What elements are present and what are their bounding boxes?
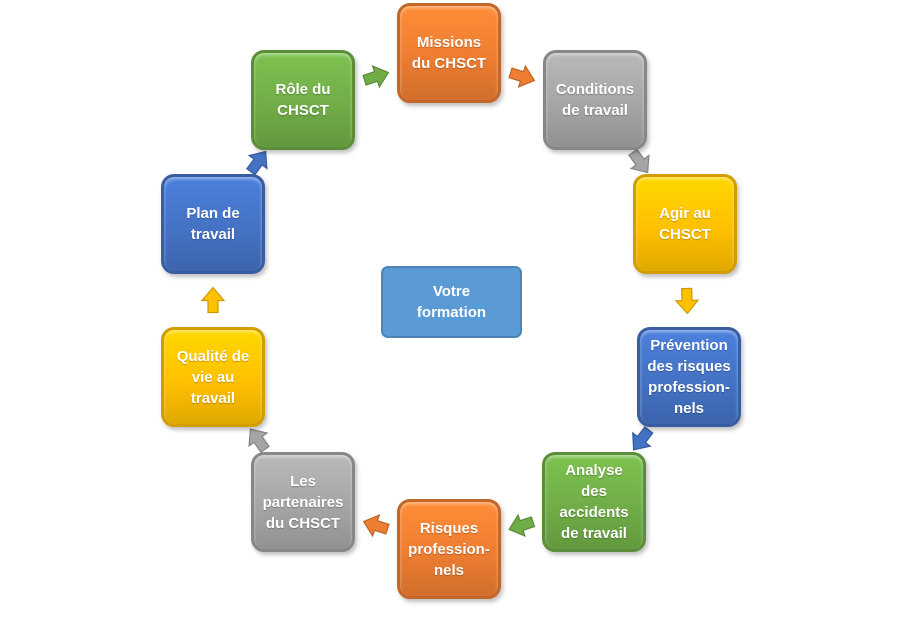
arrow-icon xyxy=(508,513,536,538)
arrow-icon xyxy=(248,428,270,453)
flow-arrow-conditions-agir xyxy=(628,148,650,174)
node-agir: Agir au CHSCT xyxy=(633,174,737,274)
arrow-icon xyxy=(246,150,268,176)
flow-arrow-prevention-analyse xyxy=(632,426,654,451)
node-label: Plan de travail xyxy=(186,205,240,243)
node-label: Risques profession- nels xyxy=(408,519,490,579)
arrow-icon xyxy=(362,64,390,89)
flow-arrow-plan-role xyxy=(246,150,268,176)
node-label: Analyse des accidents de travail xyxy=(559,462,629,542)
flow-arrow-role-missions xyxy=(362,64,390,89)
arrow-icon xyxy=(674,287,700,315)
arrow-icon xyxy=(200,286,226,314)
arrow-icon xyxy=(628,148,650,174)
center-label: Votre formation xyxy=(416,283,487,321)
flow-arrow-analyse-risques xyxy=(508,513,536,538)
node-prevention: Prévention des risques profession- nels xyxy=(637,327,741,427)
node-missions: Missions du CHSCT xyxy=(397,3,501,103)
arrow-icon xyxy=(632,426,654,451)
node-label: Conditions de travail xyxy=(555,81,635,119)
node-label: Les partenaires du CHSCT xyxy=(262,472,344,532)
node-qualite: Qualité de vie au travail xyxy=(161,327,265,427)
flow-arrow-agir-prevention xyxy=(674,287,700,315)
node-partenaires: Les partenaires du CHSCT xyxy=(251,452,355,552)
node-conditions: Conditions de travail xyxy=(543,50,647,150)
flow-arrow-missions-conditions xyxy=(508,64,536,89)
node-role: Rôle du CHSCT xyxy=(251,50,355,150)
node-label: Prévention des risques profession- nels xyxy=(647,337,731,417)
node-analyse: Analyse des accidents de travail xyxy=(542,452,646,552)
node-label: Missions du CHSCT xyxy=(411,34,487,72)
node-label: Qualité de vie au travail xyxy=(176,347,250,407)
arrow-icon xyxy=(508,64,536,89)
flow-arrow-risques-partenaires xyxy=(362,513,390,538)
flow-arrow-qualite-plan xyxy=(200,286,226,314)
node-plan: Plan de travail xyxy=(161,174,265,274)
node-risques: Risques profession- nels xyxy=(397,499,501,599)
node-label: Rôle du CHSCT xyxy=(275,81,331,119)
center-node: Votre formation xyxy=(381,266,522,338)
flow-arrow-partenaires-qualite xyxy=(248,428,270,453)
arrow-icon xyxy=(362,513,390,538)
node-label: Agir au CHSCT xyxy=(659,205,711,243)
